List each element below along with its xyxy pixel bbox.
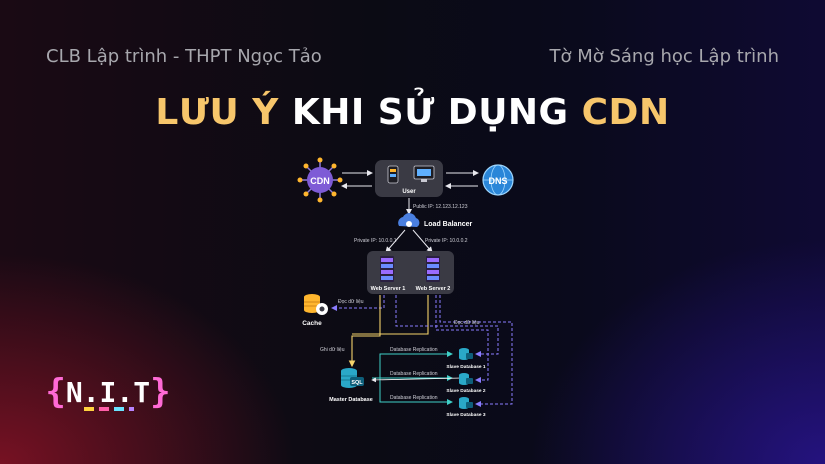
cdn-node: CDN bbox=[297, 157, 343, 203]
replication-2-label: Database Replication bbox=[390, 371, 438, 377]
line-read-cache bbox=[331, 295, 385, 311]
replication-1-label: Database Replication bbox=[390, 347, 438, 353]
logo-dots bbox=[84, 407, 134, 411]
arrow-lb-to-ws1 bbox=[385, 229, 406, 253]
read-data-left-label: Đọc dữ liệu bbox=[338, 299, 364, 305]
user-label: User bbox=[402, 189, 416, 195]
line-write-ws1 bbox=[348, 295, 381, 368]
cloud-icon bbox=[398, 213, 420, 227]
read-data-right-label: Đọc dữ liệu bbox=[454, 320, 480, 326]
master-db-label: Master Database bbox=[329, 397, 373, 403]
slave-db-1-label: Slave Database 1 bbox=[446, 364, 486, 370]
line-read-slave-1 bbox=[395, 295, 499, 357]
slide-title: LƯU Ý KHI SỬ DỤNG CDN bbox=[0, 92, 825, 133]
user-node: User bbox=[375, 160, 443, 197]
server-1-icon bbox=[380, 256, 394, 282]
sql-label: SQL bbox=[351, 380, 363, 386]
line-write-ws2 bbox=[352, 295, 429, 335]
web-servers-group: Web Server 1 Web Server 2 bbox=[367, 251, 454, 294]
arrow-lb-to-ws2 bbox=[412, 229, 433, 253]
channel-name: Tờ Mờ Sáng học Lập trình bbox=[549, 46, 779, 67]
load-balancer-label: Load Balancer bbox=[424, 221, 473, 228]
web-server-1-label: Web Server 1 bbox=[371, 286, 406, 292]
title-part-3: CDN bbox=[581, 92, 670, 133]
web-server-2-label: Web Server 2 bbox=[416, 286, 451, 292]
replication-3-label: Database Replication bbox=[390, 395, 438, 401]
title-part-2: KHI SỬ DỤNG bbox=[278, 92, 582, 133]
server-2-icon bbox=[426, 256, 440, 282]
cache-label: Cache bbox=[302, 320, 322, 327]
line-replication-3 bbox=[379, 378, 453, 405]
arrow-slave2-to-master bbox=[371, 377, 463, 383]
slave-db-2-node: Slave Database 2 bbox=[446, 373, 486, 394]
line-read-slave-3 bbox=[439, 295, 513, 407]
slave-db-3-node: Slave Database 3 bbox=[446, 397, 486, 418]
line-read-slave-2 bbox=[435, 295, 489, 383]
title-part-1: LƯU Ý bbox=[155, 92, 279, 133]
master-db-node: SQL Master Database bbox=[329, 368, 373, 403]
cdn-label: CDN bbox=[310, 176, 330, 186]
slave-db-2-label: Slave Database 2 bbox=[446, 388, 486, 394]
dns-label: DNS bbox=[488, 176, 507, 186]
private-ip-1-label: Private IP: 10.0.0.1 bbox=[354, 238, 397, 244]
logo-text: N.I.T bbox=[65, 375, 151, 409]
dns-node: DNS bbox=[482, 164, 514, 196]
slave-db-1-node: Slave Database 1 bbox=[446, 348, 486, 370]
nit-logo: { N.I.T } bbox=[44, 371, 172, 413]
logo-close-brace: } bbox=[150, 372, 171, 412]
write-data-label: Ghi dữ liệu bbox=[320, 347, 345, 353]
logo-open-brace: { bbox=[45, 372, 66, 412]
cache-node: Cache bbox=[302, 294, 328, 327]
public-ip-label: Public IP: 12.123.12.123 bbox=[413, 204, 468, 210]
club-name: CLB Lập trình - THPT Ngọc Tảo bbox=[46, 46, 322, 67]
slave-db-3-label: Slave Database 3 bbox=[446, 412, 486, 418]
private-ip-2-label: Private IP: 10.0.0.2 bbox=[425, 238, 468, 244]
load-balancer-node: Load Balancer bbox=[398, 213, 473, 228]
